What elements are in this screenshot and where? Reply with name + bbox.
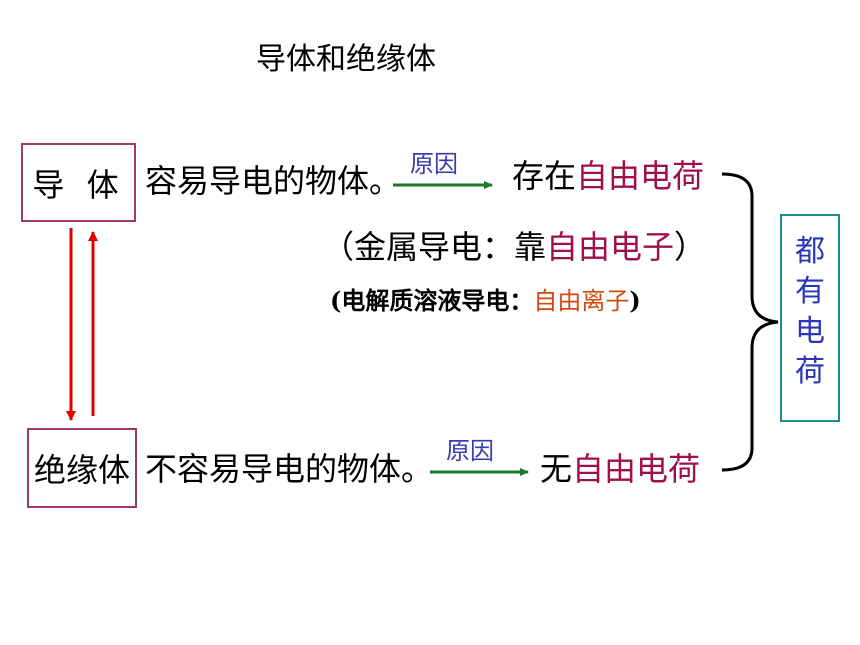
insulator-result-highlight: 自由电荷 — [572, 450, 701, 488]
conductor-reason-label: 原因 — [410, 150, 458, 178]
summary-char-2: 有 — [795, 274, 825, 309]
electrolyte-conduction-note: (电解质溶液导电：自由离子) — [330, 286, 641, 316]
page-title: 导体和绝缘体 — [256, 42, 436, 77]
insulator-description: 不容易导电的物体。 — [145, 450, 434, 488]
electrolyte-note-suffix: ) — [629, 286, 641, 315]
insulator-label: 绝缘体 — [33, 451, 130, 489]
metal-conduction-note: （金属导电：靠自由电子） — [322, 226, 706, 268]
conductor-label: 导 体 — [32, 165, 125, 204]
insulator-result-prefix: 无 — [540, 450, 573, 488]
metal-note-suffix: ） — [674, 228, 707, 266]
insulator-result: 无自由电荷 — [540, 448, 700, 490]
right-brace — [721, 172, 779, 472]
electrolyte-note-highlight: 自由离子 — [533, 287, 630, 315]
conductor-result: 存在自由电荷 — [512, 155, 704, 197]
conductor-box: 导 体 — [21, 143, 136, 222]
electrolyte-note-prefix: (电解质溶液导电： — [330, 286, 534, 315]
conductor-description: 容易导电的物体。 — [145, 162, 402, 200]
summary-char-3: 电 — [795, 314, 825, 349]
insulator-box: 绝缘体 — [27, 428, 137, 508]
summary-char-4: 荷 — [795, 354, 825, 389]
conductor-result-highlight: 自由电荷 — [576, 157, 705, 195]
summary-char-1: 都 — [795, 234, 825, 269]
conductor-result-prefix: 存在 — [512, 157, 577, 195]
metal-note-prefix: （金属导电：靠 — [322, 228, 547, 266]
summary-text: 都 有 电 荷 — [782, 232, 838, 392]
summary-box: 都 有 电 荷 — [780, 214, 840, 422]
metal-note-highlight: 自由电子 — [546, 228, 675, 266]
insulator-reason-label: 原因 — [446, 437, 494, 465]
